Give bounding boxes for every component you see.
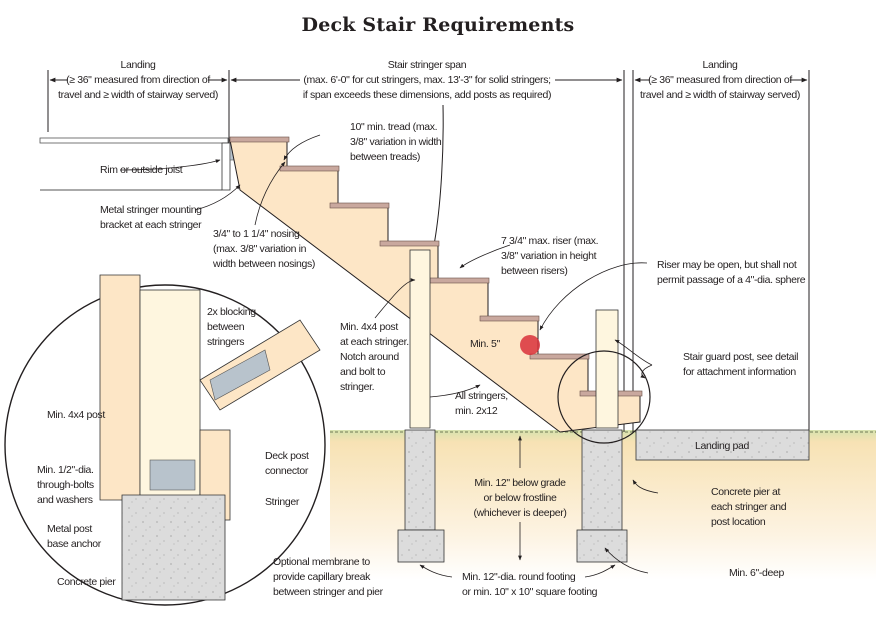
stringer-span-line1: Stair stringer span — [388, 59, 467, 71]
label-line: and bolt to — [340, 366, 386, 378]
label-line: Min. 1/2"-dia. — [37, 464, 94, 476]
landing-left-line2: (≥ 36" measured from direction of — [66, 74, 210, 86]
label-line: min. 2x12 — [455, 405, 498, 417]
deck-boards — [39, 137, 229, 144]
label-line: bracket at each stringer — [100, 219, 202, 231]
diagram-title: Deck Stair Requirements — [301, 14, 575, 36]
rim-joist — [221, 142, 231, 191]
landing-right-line2: (≥ 36" measured from direction of — [648, 74, 792, 86]
label-line: Notch around — [340, 351, 399, 363]
label-line: Metal post — [47, 523, 92, 535]
footing-right — [576, 529, 628, 563]
label-line: Min. 12"-dia. round footing — [462, 571, 576, 583]
label-line: Riser may be open, but shall not — [657, 259, 797, 271]
all-stringers-label: All stringers, min. 2x12 — [455, 390, 508, 417]
detail-view — [4, 274, 326, 606]
landing-right-line1: Landing — [703, 59, 738, 71]
label-line: 2x blocking — [207, 306, 256, 318]
stringer-post — [409, 249, 431, 429]
label-line: or below frostline — [483, 492, 557, 504]
post-base-anchor — [149, 459, 196, 491]
label-line: Deck post — [265, 450, 309, 462]
rim-joist-label: Rim or outside joist — [100, 164, 183, 176]
label-line: base anchor — [47, 538, 102, 550]
label-line: stringer. — [340, 381, 374, 393]
label-line: All stringers, — [455, 390, 508, 402]
label-line: (whichever is deeper) — [473, 507, 566, 519]
guard-post-label: Stair guard post, see detail for attachm… — [683, 351, 798, 378]
min-6-deep-label: Min. 6"-deep — [729, 567, 784, 579]
deck-post-connector-label: Deck post connector — [265, 450, 309, 477]
label-line: provide capillary break — [273, 571, 371, 583]
concrete-pier-each-label: Concrete pier at each stringer and post … — [711, 486, 787, 528]
pier-left — [404, 429, 436, 531]
label-line: Stair guard post, see detail — [683, 351, 798, 363]
label-line: between stringer and pier — [273, 586, 384, 598]
label-line: Optional membrane to — [273, 556, 370, 568]
label-line: at each stringer. — [340, 336, 409, 348]
open-riser-label: Riser may be open, but shall not permit … — [657, 259, 806, 286]
deck-post-connector — [209, 349, 271, 401]
post-at-stringer-label: Min. 4x4 post at each stringer. Notch ar… — [340, 321, 409, 393]
landing-left-label: Landing (≥ 36" measured from direction o… — [58, 59, 218, 101]
label-line: and washers — [37, 494, 93, 506]
nosing-label: 3/4" to 1 1/4" nosing (max. 3/8" variati… — [212, 228, 315, 270]
leader-lines — [119, 134, 659, 578]
label-line: through-bolts — [37, 479, 94, 491]
label-line: 3/8" variation in width — [350, 136, 442, 148]
label-line: 7 3/4" max. riser (max. — [501, 235, 598, 247]
below-grade-label: Min. 12" below grade or below frostline … — [473, 477, 566, 519]
pier-right — [581, 429, 623, 531]
label-line: Metal stringer mounting — [100, 204, 202, 216]
stringer-span-line2: (max. 6'-0" for cut stringers, max. 13'-… — [303, 74, 550, 86]
label-line: 10" min. tread (max. — [350, 121, 437, 133]
label-line: between — [207, 321, 245, 333]
label-line: between risers) — [501, 265, 568, 277]
label-line: post location — [711, 516, 766, 528]
sphere-marker — [520, 335, 540, 355]
label-line: between treads) — [350, 151, 420, 163]
detail-pier — [121, 494, 226, 601]
label-line: permit passage of a 4"-dia. sphere — [657, 274, 806, 286]
label-line: Min. 4x4 post — [340, 321, 398, 333]
label-line: width between nosings) — [212, 258, 315, 270]
detail-callout-circle — [557, 350, 651, 444]
membrane-label: Optional membrane to provide capillary b… — [273, 556, 384, 598]
label-line: for attachment information — [683, 366, 796, 378]
detail-concrete-pier-label: Concrete pier — [57, 576, 116, 588]
label-line: (max. 3/8" variation in — [213, 243, 307, 255]
riser-label: 7 3/4" max. riser (max. 3/8" variation i… — [501, 235, 599, 277]
min-5-label: Min. 5" — [470, 338, 500, 350]
detail-stringer-label: Stringer — [265, 496, 300, 508]
mounting-bracket-label: Metal stringer mounting bracket at each … — [100, 204, 203, 231]
landing-right-line3: travel and ≥ width of stairway served) — [640, 89, 800, 101]
landing-left-line1: Landing — [121, 59, 156, 71]
footing-left — [397, 529, 445, 563]
label-line: each stringer and — [711, 501, 787, 513]
label-line: connector — [265, 465, 309, 477]
base-anchor-label: Metal post base anchor — [47, 523, 102, 550]
blocking-label: 2x blocking between stringers — [207, 306, 257, 348]
stringer-span-label: Stair stringer span (max. 6'-0" for cut … — [303, 59, 552, 101]
label-line: or min. 10" x 10" square footing — [462, 586, 598, 598]
label-line: Concrete pier at — [711, 486, 781, 498]
stringer-span-line3: if span exceeds these dimensions, add po… — [303, 89, 551, 101]
landing-pad — [635, 429, 810, 461]
detail-post-label: Min. 4x4 post — [47, 409, 105, 421]
label-line: Min. 12" below grade — [474, 477, 566, 489]
label-line: stringers — [207, 336, 244, 348]
landing-right-label: Landing (≥ 36" measured from direction o… — [640, 59, 800, 101]
tread-label: 10" min. tread (max. 3/8" variation in w… — [350, 121, 442, 163]
label-line: 3/8" variation in height — [501, 250, 597, 262]
landing-pad-label: Landing pad — [695, 440, 749, 452]
label-line: 3/4" to 1 1/4" nosing — [213, 228, 300, 240]
guard-post — [595, 309, 619, 429]
bolts-label: Min. 1/2"-dia. through-bolts and washers — [37, 464, 94, 506]
footing-label: Min. 12"-dia. round footing or min. 10" … — [462, 571, 598, 598]
landing-left-line3: travel and ≥ width of stairway served) — [58, 89, 218, 101]
support-posts — [397, 249, 810, 563]
